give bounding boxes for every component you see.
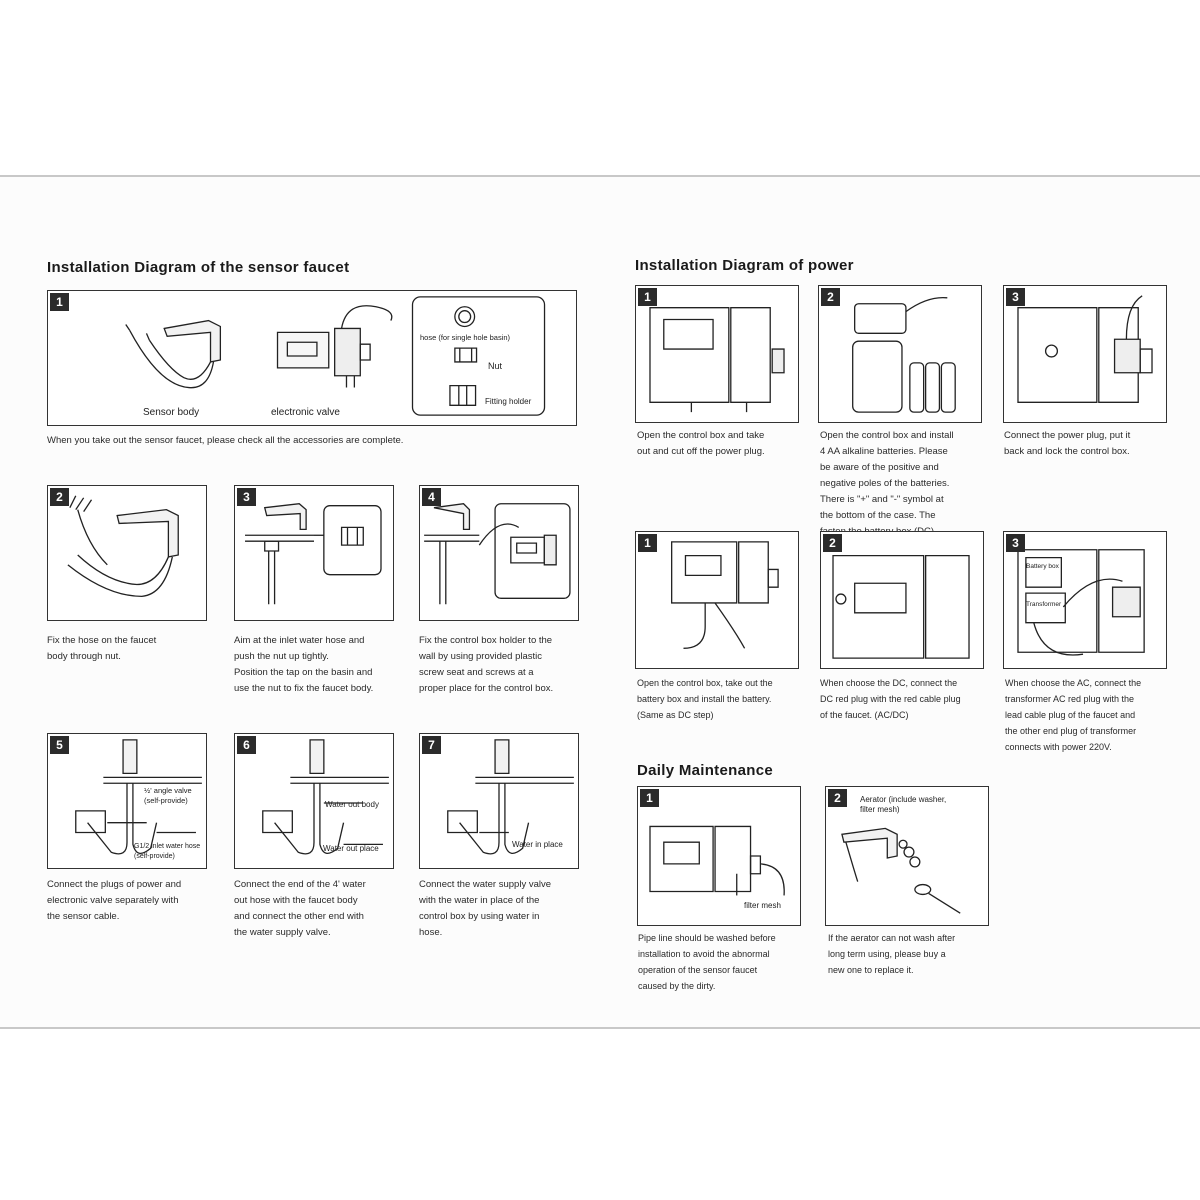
step-number: 1 — [640, 789, 659, 807]
step-number: 2 — [823, 534, 842, 552]
electronic-valve-label: electronic valve — [271, 407, 340, 418]
maintenance-step-1-caption: Pipe line should be washed before instal… — [638, 933, 776, 991]
aerator-label: Aerator (include washer, filter mesh) — [860, 795, 947, 814]
maintenance-section-title: Daily Maintenance — [637, 762, 773, 779]
power-ac-step-2-caption: When choose the DC, connect the DC red p… — [820, 678, 961, 720]
faucet-step-6-caption: Connect the end of the 4' water out hose… — [234, 879, 366, 938]
step-number: 2 — [821, 288, 840, 306]
maintenance-step-2-caption: If the aerator can not wash after long t… — [828, 933, 956, 975]
power-ac-step-1-caption: Open the control box, take out the batte… — [637, 678, 773, 720]
step-number: 3 — [237, 488, 256, 506]
water-out-place-label: Water out place — [323, 844, 379, 853]
hose-fitting-illustration — [48, 486, 206, 620]
power-dc-step-1-panel: 1 — [635, 285, 799, 423]
accessories-illustration — [48, 291, 576, 425]
water-in-place-label: Water in place — [512, 840, 563, 849]
step-number: 1 — [638, 534, 657, 552]
step-number: 5 — [50, 736, 69, 754]
faucet-step-2-panel: 2 — [47, 485, 207, 621]
power-dc-step-3-caption: Connect the power plug, put it back and … — [1004, 430, 1131, 457]
power-dc-step-3-panel: 3 — [1003, 285, 1167, 423]
faucet-step-3-panel: 3 — [234, 485, 394, 621]
maintenance-step-1-panel: 1 filter mesh — [637, 786, 801, 926]
faucet-section-title: Installation Diagram of the sensor fauce… — [47, 259, 350, 276]
step-number: 7 — [422, 736, 441, 754]
nut-label: Nut — [488, 361, 503, 371]
nut-mounting-illustration — [235, 486, 393, 620]
plug-connection-illustration — [48, 734, 206, 868]
faucet-step-3-caption: Aim at the inlet water hose and push the… — [234, 635, 374, 694]
step-number: 1 — [50, 293, 69, 311]
power-ac-step-1-panel: 1 — [635, 531, 799, 669]
faucet-step-5-panel: 5 ½' angle valve (self-provide) G1/2 inl… — [47, 733, 207, 869]
step-number: 2 — [50, 488, 69, 506]
power-ac-step-2-panel: 2 — [820, 531, 984, 669]
faucet-step-6-panel: 6 Water out body Water out place — [234, 733, 394, 869]
faucet-step-4-panel: 4 — [419, 485, 579, 621]
power-plug-illustration — [1004, 286, 1166, 422]
faucet-step-5-caption: Connect the plugs of power and electroni… — [47, 879, 182, 922]
maintenance-step-2-panel: 2 Aerator (include washer, filter mesh) — [825, 786, 989, 926]
faucet-step-7-panel: 7 Water in place — [419, 733, 579, 869]
step-number: 4 — [422, 488, 441, 506]
battery-box-illustration — [636, 532, 798, 668]
control-box-holder-illustration — [420, 486, 578, 620]
battery-box-label: Battery box — [1026, 563, 1059, 570]
water-out-body-label: Water out body — [325, 800, 379, 809]
faucet-step-7-caption: Connect the water supply valve with the … — [419, 879, 552, 938]
transformer-label: Transformer — [1026, 601, 1062, 608]
angle-valve-label: ½' angle valve (self-provide) — [144, 786, 192, 805]
aerator-illustration — [826, 787, 988, 925]
hose-label: hose (for single hole basin) — [420, 333, 511, 342]
filter-mesh-label: filter mesh — [744, 901, 781, 910]
battery-install-illustration — [819, 286, 981, 422]
power-section-title: Installation Diagram of power — [635, 257, 854, 274]
faucet-step-1-caption: When you take out the sensor faucet, ple… — [47, 435, 404, 446]
fitting-holder-label: Fitting holder — [485, 397, 532, 406]
transformer-illustration — [1004, 532, 1166, 668]
step-number: 2 — [828, 789, 847, 807]
power-dc-step-2-panel: 2 — [818, 285, 982, 423]
step-number: 1 — [638, 288, 657, 306]
power-dc-step-1-caption: Open the control box and take out and cu… — [637, 430, 765, 457]
step-number: 3 — [1006, 534, 1025, 552]
step-number: 3 — [1006, 288, 1025, 306]
faucet-step-4-caption: Fix the control box holder to the wall b… — [419, 635, 554, 694]
control-box-open-illustration — [636, 286, 798, 422]
faucet-step-1-panel: 1 Sensor body electronic valve hose (for… — [47, 290, 577, 426]
power-ac-step-3-panel: 3 Battery box Transformer — [1003, 531, 1167, 669]
water-out-hose-illustration — [235, 734, 393, 868]
water-in-hose-illustration — [420, 734, 578, 868]
step-number: 6 — [237, 736, 256, 754]
filter-mesh-illustration — [638, 787, 800, 925]
power-ac-step-3-caption: When choose the AC, connect the transfor… — [1005, 678, 1142, 752]
faucet-step-2-caption: Fix the hose on the faucet body through … — [47, 635, 157, 662]
power-dc-step-2-caption: Open the control box and install 4 AA al… — [820, 430, 954, 537]
inlet-hose-label: G1/2 inlet water hose (self-provide) — [134, 843, 201, 860]
sensor-body-label: Sensor body — [143, 407, 200, 418]
dc-plug-illustration — [821, 532, 983, 668]
